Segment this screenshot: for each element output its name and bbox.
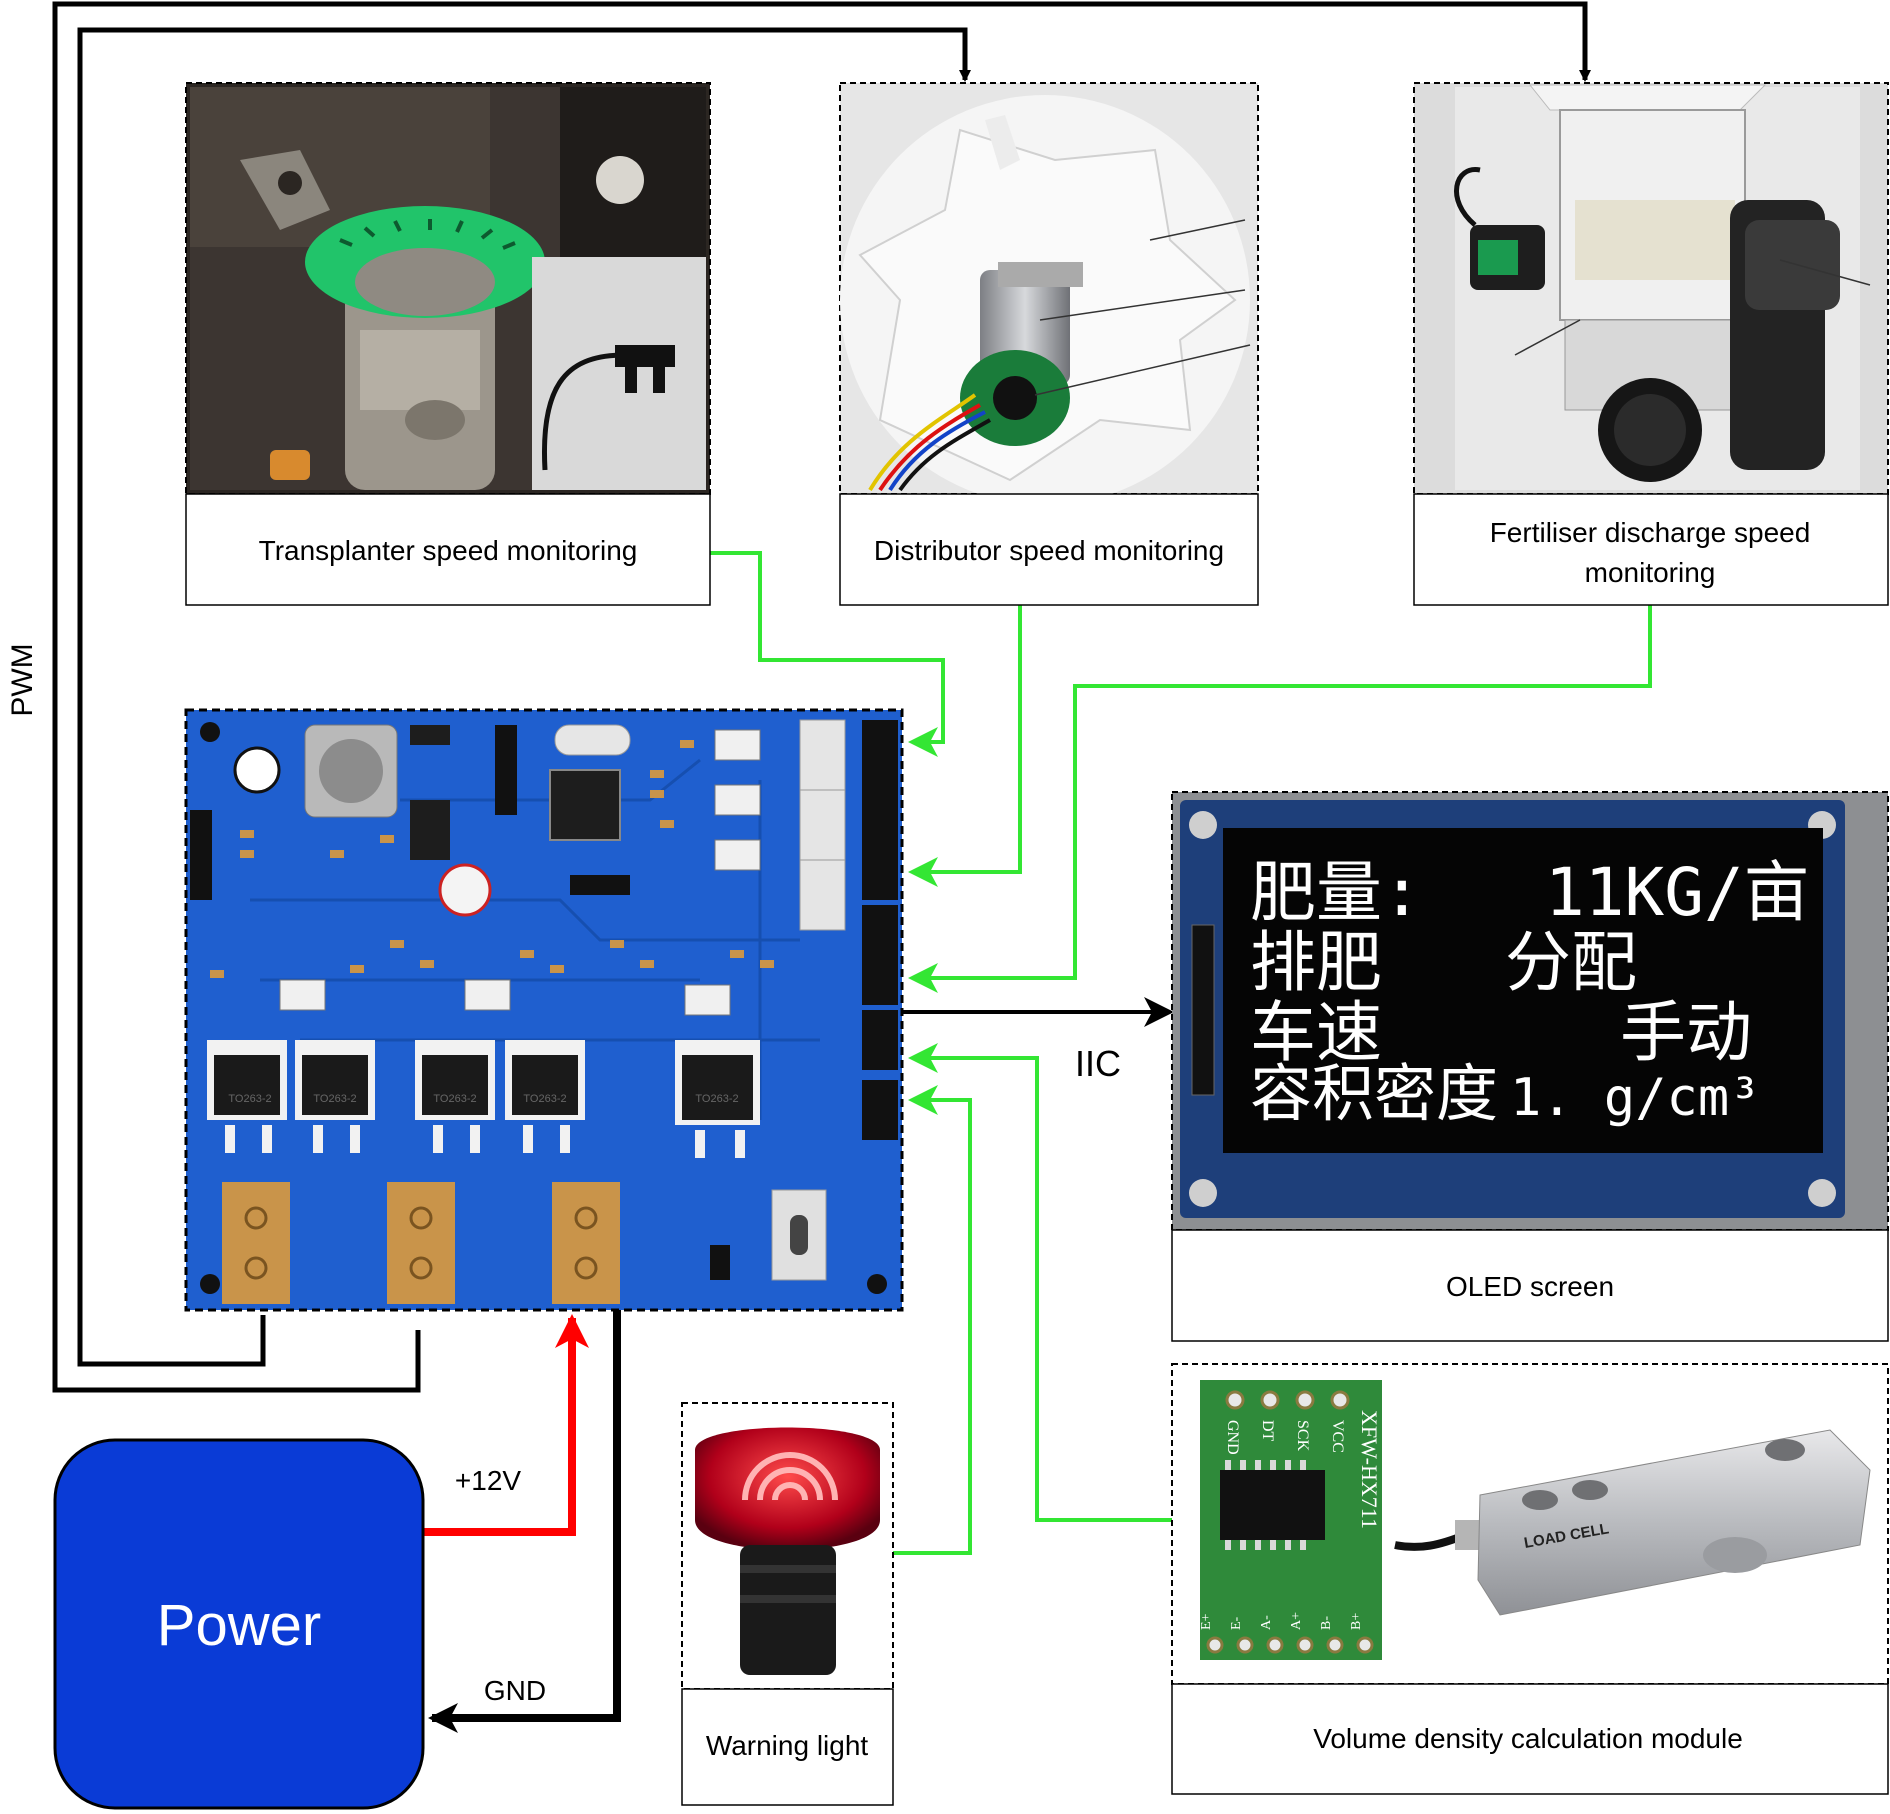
volume-label: Volume density calculation module (1313, 1723, 1743, 1754)
plus12v-line (423, 1314, 589, 1536)
fertiliser-module: Fertiliser discharge speed monitoring (1413, 82, 1889, 606)
mosfet-label-1: TO263-2 (228, 1093, 271, 1105)
warning-light-lens (695, 1427, 880, 1550)
oled-line4-label: 容积密度 (1250, 1057, 1498, 1130)
control-pcb: TO263-2 TO263-2 TO263-2 TO263-2 TO263-2 (184, 708, 904, 1312)
pwm-label: PWM (6, 643, 39, 716)
oled-line2-label: 排肥 (1250, 924, 1382, 1001)
photoelectric-sensor-inset (532, 257, 706, 490)
oled-module: 肥量: 11KG/亩 排肥 分配 车速 手动 容积密度 1. g/cm³ OLE… (1171, 791, 1889, 1342)
oled-line4-value: 1. g/cm³ (1510, 1068, 1760, 1128)
signal-line-volume (908, 1043, 1172, 1522)
gnd-line (428, 1310, 621, 1733)
signal-line-warning (893, 1085, 972, 1555)
load-cell-body (1477, 1429, 1871, 1616)
transplanter-label-box (185, 493, 711, 606)
fertiliser-label-box (1413, 493, 1889, 606)
mosfet-label-4: TO263-2 (523, 1093, 566, 1105)
hx711-chip (1220, 1470, 1325, 1540)
hx711-model: XFW-HX711 (1357, 1410, 1382, 1529)
fertiliser-label-line1: Fertiliser discharge speed (1490, 517, 1811, 548)
oled-line1-label: 肥量: (1250, 854, 1422, 931)
warning-light-module: Warning light (681, 1402, 894, 1806)
distributor-module: Distributor speed monitoring (839, 82, 1259, 606)
hx711-pin-bminus: B- (1319, 1616, 1334, 1630)
oled-label-box (1171, 1229, 1889, 1342)
pwm-line-fertiliser (52, 1, 1591, 1393)
power-label: Power (157, 1593, 321, 1658)
mosfet-row (207, 1040, 760, 1125)
signal-line-fertiliser (908, 605, 1652, 993)
power-box (53, 1438, 425, 1810)
hx711-pin-aplus: A+ (1289, 1612, 1304, 1630)
oled-line3-label: 车速 (1250, 994, 1382, 1071)
hx711-pin-vcc: VCC (1329, 1420, 1346, 1453)
signal-line-transplanter (710, 551, 945, 757)
mosfet-label-2: TO263-2 (313, 1093, 356, 1105)
hx711-pin-eminus: E- (1229, 1616, 1244, 1630)
gnd-label: GND (484, 1675, 546, 1706)
mosfet-label-5: TO263-2 (695, 1093, 738, 1105)
oled-line1-value: 11KG/亩 (1545, 854, 1810, 931)
mcu-chip (549, 769, 621, 841)
transplanter-module: Transplanter speed monitoring (185, 82, 711, 606)
hx711-pin-gnd: GND (1224, 1420, 1241, 1455)
plus12v-label: +12V (455, 1465, 521, 1496)
volume-density-module: GND DT SCK VCC XFW-HX711 E+ E- A- A+ B- … (1171, 1363, 1889, 1795)
fertiliser-label-line2: monitoring (1585, 557, 1716, 588)
hx711-pin-eplus: E+ (1199, 1613, 1214, 1630)
oled-line3-value: 手动 (1620, 994, 1752, 1071)
transplanter-label: Transplanter speed monitoring (259, 535, 638, 566)
hx711-pin-dt: DT (1259, 1420, 1276, 1442)
signal-line-distributor (908, 605, 1022, 887)
distributor-label-box (839, 493, 1259, 606)
oled-display-panel (1223, 828, 1823, 1153)
hx711-pin-bplus: B+ (1349, 1613, 1364, 1630)
distributor-label: Distributor speed monitoring (874, 535, 1224, 566)
power-terminals (222, 1182, 620, 1304)
warning-label: Warning light (706, 1730, 869, 1761)
warning-label-box (681, 1688, 894, 1806)
hx711-pin-aminus: A- (1259, 1615, 1274, 1630)
iic-label: IIC (1075, 1043, 1121, 1084)
pwm-line-distributor (77, 27, 971, 1367)
mosfet-label-3: TO263-2 (433, 1093, 476, 1105)
oled-line2-value: 分配 (1505, 924, 1637, 1001)
oled-label: OLED screen (1446, 1271, 1614, 1302)
volume-label-box (1171, 1683, 1889, 1795)
hx711-pin-sck: SCK (1294, 1420, 1311, 1452)
